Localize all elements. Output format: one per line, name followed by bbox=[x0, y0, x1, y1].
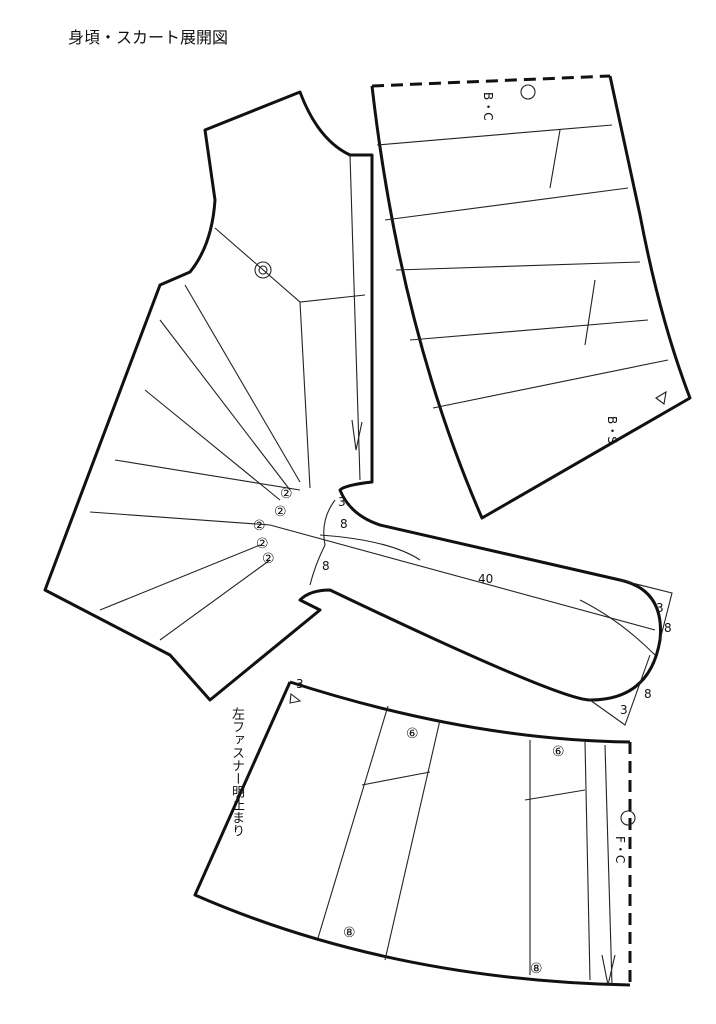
ease-8-label: 8 bbox=[644, 687, 652, 701]
skirt-6-label: ⑥ bbox=[406, 726, 419, 742]
grain-mark-icon bbox=[520, 84, 536, 100]
grain-mark-icon bbox=[254, 261, 272, 279]
zipper-3-label: 3 bbox=[296, 677, 304, 691]
back-center-label: B・C bbox=[481, 92, 495, 121]
dart-2-label: ② bbox=[262, 551, 275, 567]
ease-8-label: 8 bbox=[322, 559, 330, 573]
dart-2-label: ② bbox=[280, 486, 293, 502]
skirt-8-label: ⑧ bbox=[343, 925, 356, 941]
skirt-8-label: ⑧ bbox=[530, 961, 543, 977]
ease-3-label: 3 bbox=[656, 601, 664, 615]
back-side-label: B・S bbox=[605, 416, 619, 444]
ease-3-label: 3 bbox=[338, 495, 346, 509]
notch-triangle-icon bbox=[289, 692, 302, 704]
skirt-6-label: ⑥ bbox=[552, 744, 565, 760]
ease-8-label: 8 bbox=[664, 621, 672, 635]
front-center-label: F・C bbox=[613, 836, 627, 863]
dart-2-label: ② bbox=[253, 518, 266, 534]
dart-2-label: ② bbox=[274, 504, 287, 520]
back-skirt-piece: B・C B・S bbox=[370, 74, 692, 520]
grain-mark-icon bbox=[620, 810, 636, 826]
ease-3-label: 3 bbox=[620, 703, 628, 717]
bodice-sleeve-piece: 3 8 8 40 3 8 8 3 ② ② ② ② ② bbox=[43, 90, 673, 726]
dart-2-label: ② bbox=[256, 536, 269, 552]
ease-8-label: 8 bbox=[340, 517, 348, 531]
front-skirt-piece: ⑥ ⑥ ⑧ ⑧ F・C 3 bbox=[193, 677, 636, 987]
page-title: 身頃・スカート展開図 bbox=[68, 28, 229, 47]
zipper-note: 左ファスナー明止まり bbox=[229, 707, 244, 837]
notch-triangle-icon bbox=[655, 390, 667, 405]
sleeve-length-label: 40 bbox=[478, 572, 493, 586]
